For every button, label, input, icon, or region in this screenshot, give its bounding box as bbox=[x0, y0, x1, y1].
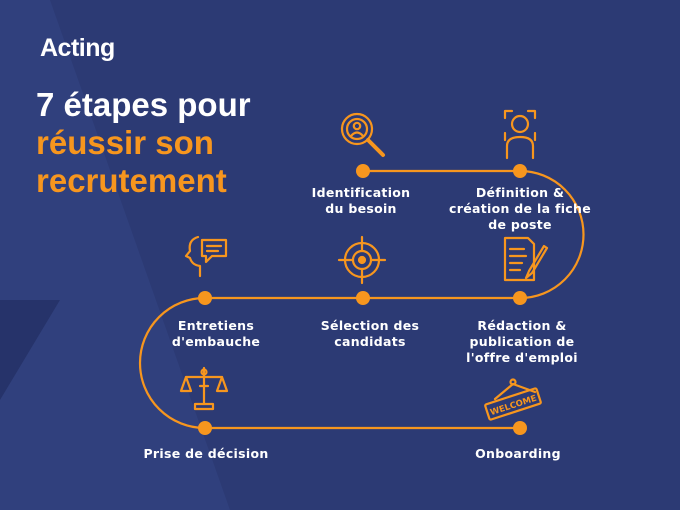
step-node bbox=[356, 291, 370, 305]
step-node bbox=[513, 164, 527, 178]
title-line-3: recrutement bbox=[36, 162, 227, 199]
head-speech-icon bbox=[184, 235, 228, 278]
step-node bbox=[513, 291, 527, 305]
acting-logo: Acting bbox=[40, 34, 115, 62]
background-triangle bbox=[0, 300, 60, 400]
step-node bbox=[513, 421, 527, 435]
document-pen-icon bbox=[503, 236, 549, 282]
background-stripe bbox=[0, 0, 230, 510]
step-node bbox=[198, 291, 212, 305]
step-label-entretiens: Entretiens d'embauche bbox=[171, 318, 261, 349]
scales-icon bbox=[179, 366, 229, 411]
target-icon bbox=[337, 235, 387, 285]
title-line-1: 7 étapes pour bbox=[36, 86, 251, 123]
step-node bbox=[198, 421, 212, 435]
person-frame-icon bbox=[503, 109, 537, 160]
step-label-definition: Définition & création de la fiche de pos… bbox=[449, 185, 591, 232]
title-line-2: réussir son bbox=[36, 124, 214, 161]
step-label-selection: Sélection des candidats bbox=[320, 318, 420, 349]
step-node bbox=[356, 164, 370, 178]
step-label-decision: Prise de décision bbox=[143, 446, 269, 461]
welcome-sign-icon: WELCOME bbox=[484, 378, 542, 421]
step-label-identification: Identification du besoin bbox=[311, 185, 411, 216]
step-label-onboarding: Onboarding bbox=[475, 446, 561, 461]
magnifier-person-icon bbox=[340, 112, 385, 157]
step-label-redaction: Rédaction & publication de l'offre d'emp… bbox=[466, 318, 578, 365]
page-title: 7 étapes pour réussir son recrutement bbox=[36, 86, 251, 200]
